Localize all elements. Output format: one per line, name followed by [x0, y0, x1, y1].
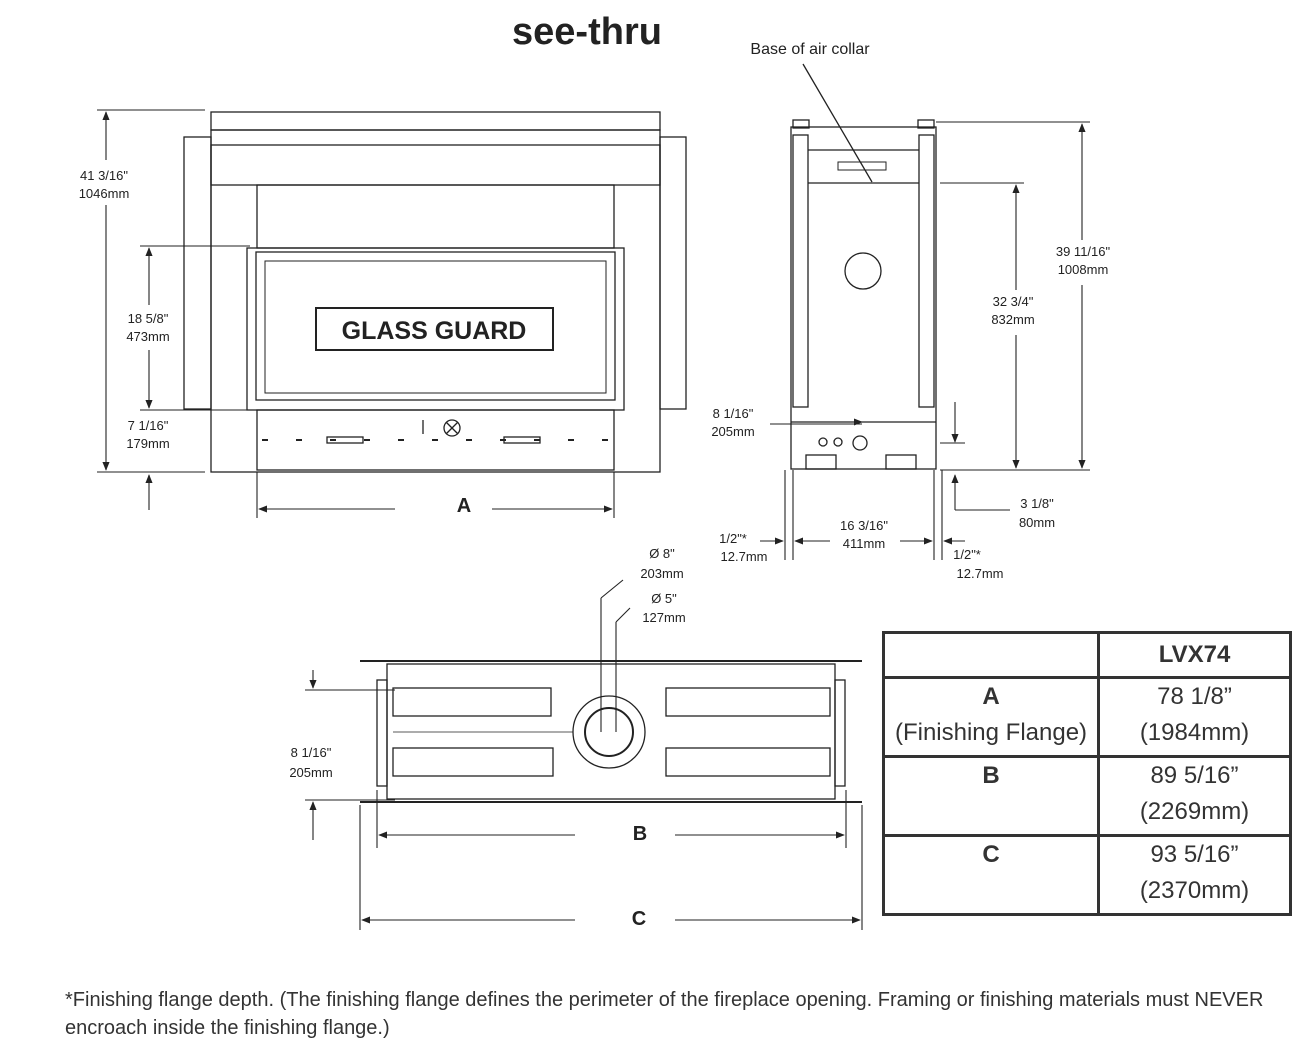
bottom-height-label: 7 1/16"	[128, 418, 169, 433]
outer-pipe-mm-label: 203mm	[640, 566, 683, 581]
value-mm: (2370mm)	[1139, 877, 1250, 904]
outer-pipe-label: Ø 8"	[649, 546, 675, 561]
value-inches: 78 1/8”	[1157, 683, 1232, 710]
row-letter: A	[982, 683, 1000, 710]
table-header-row: LVX74	[882, 631, 1292, 679]
gas-height-label: 3 1/8"	[1020, 496, 1054, 511]
air-collar-label: Base of air collar	[750, 41, 870, 58]
front-dimension-lines	[97, 109, 615, 518]
footnote: *Finishing flange depth. (The finishing …	[65, 989, 1264, 1039]
table-row: A (Finishing Flange) 78 1/8” (1984mm)	[882, 676, 1292, 758]
bottom-height-mm-label: 179mm	[126, 436, 169, 451]
gas-height-mm-label: 80mm	[1019, 515, 1055, 530]
flange-right-label: 1/2"*	[953, 547, 981, 562]
table-header-empty	[882, 631, 1100, 679]
table-cell-label: B	[882, 755, 1100, 837]
total-height-mm-label: 1008mm	[1058, 262, 1109, 277]
top-dimension-lines	[305, 579, 863, 930]
gas-depth-label: 8 1/16"	[713, 406, 754, 421]
top-depth-mm-label: 205mm	[289, 765, 332, 780]
row-sublabel: (Finishing Flange)	[894, 719, 1088, 746]
table-cell-value: 89 5/16” (2269mm)	[1097, 755, 1292, 837]
total-height-label: 39 11/16"	[1056, 244, 1111, 259]
gas-depth-mm-label: 205mm	[711, 424, 754, 439]
collar-height-label: 32 3/4"	[993, 294, 1034, 309]
table-cell-label: A (Finishing Flange)	[882, 676, 1100, 758]
row-letter: B	[982, 762, 1000, 789]
flange-left-mm-label: 12.7mm	[721, 549, 768, 564]
value-mm: (1984mm)	[1139, 719, 1250, 746]
top-view	[360, 660, 862, 803]
table-header-model: LVX74	[1097, 631, 1292, 679]
glass-guard-label: GLASS GUARD	[342, 317, 527, 345]
top-depth-label: 8 1/16"	[291, 745, 332, 760]
row-letter: C	[982, 841, 1000, 868]
side-view	[790, 63, 937, 470]
overall-height-mm-label: 1046mm	[79, 186, 130, 201]
table-cell-value: 78 1/8” (1984mm)	[1097, 676, 1292, 758]
side-depth-label: 16 3/16"	[840, 518, 888, 533]
value-mm: (2269mm)	[1139, 798, 1250, 825]
side-dimension-lines	[760, 121, 1090, 560]
table-cell-value: 93 5/16” (2370mm)	[1097, 834, 1292, 916]
overall-height-label: 41 3/16"	[80, 168, 128, 183]
inner-pipe-mm-label: 127mm	[642, 610, 685, 625]
collar-height-mm-label: 832mm	[991, 312, 1034, 327]
value-inches: 89 5/16”	[1150, 762, 1239, 789]
side-depth-mm-label: 411mm	[843, 536, 885, 551]
table-cell-label: C	[882, 834, 1100, 916]
opening-height-mm-label: 473mm	[126, 329, 169, 344]
inner-pipe-label: Ø 5"	[651, 591, 677, 606]
front-view	[183, 111, 687, 473]
flange-right-mm-label: 12.7mm	[957, 566, 1004, 581]
dimension-b-label: B	[633, 823, 647, 845]
dimension-table: LVX74 A (Finishing Flange) 78 1/8” (1984mm…	[882, 631, 1292, 916]
opening-height-label: 18 5/8"	[128, 311, 169, 326]
flange-left-label: 1/2"*	[719, 531, 747, 546]
dimension-c-label: C	[632, 908, 646, 930]
table-row: C 93 5/16” (2370mm)	[882, 834, 1292, 916]
diagram-title: see-thru	[512, 11, 662, 53]
dimension-a-label: A	[457, 495, 471, 517]
value-inches: 93 5/16”	[1150, 841, 1239, 868]
table-row: B 89 5/16” (2269mm)	[882, 755, 1292, 837]
